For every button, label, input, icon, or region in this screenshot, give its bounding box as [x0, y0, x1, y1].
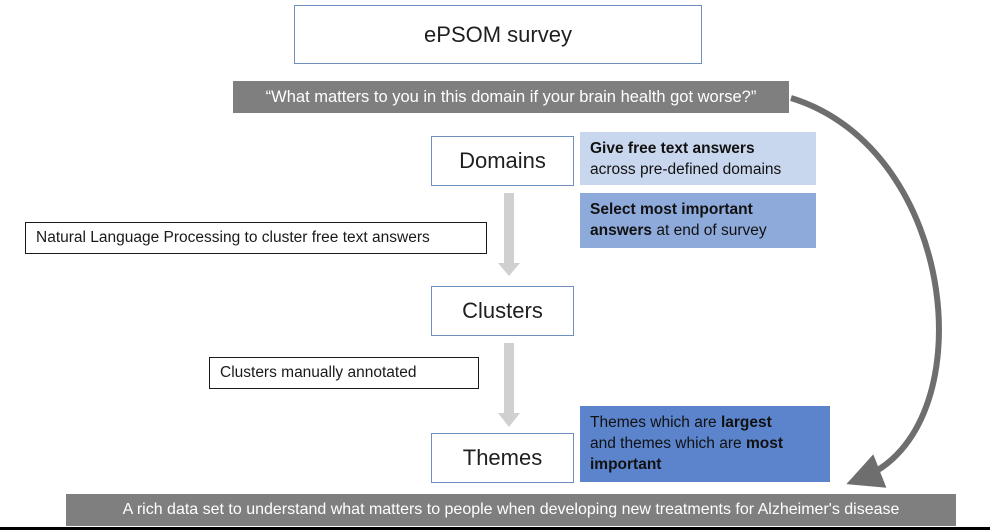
survey-box: ePSOM survey [294, 5, 702, 64]
survey-title: ePSOM survey [424, 21, 572, 47]
themes-b3: important [590, 456, 662, 473]
free-text-rest: across pre-defined domains [590, 161, 782, 178]
clusters-box: Clusters [431, 286, 574, 336]
curved-arrow [790, 95, 942, 488]
annotated-note-text: Clusters manually annotated [220, 364, 417, 381]
themes-b1: largest [720, 414, 772, 431]
bottom-banner-text: A rich data set to understand what matte… [122, 501, 900, 518]
question-banner: “What matters to you in this domain if y… [233, 81, 789, 113]
bottom-rule [0, 527, 990, 530]
select-important-box: Select most important answers at end of … [580, 193, 816, 248]
nlp-note-text: Natural Language Processing to cluster f… [36, 229, 430, 246]
select-bold-2: answers [590, 222, 653, 239]
question-banner-text: “What matters to you in this domain if y… [265, 87, 757, 106]
free-text-box: Give free text answers across pre-define… [580, 132, 816, 185]
bottom-banner: A rich data set to understand what matte… [66, 494, 956, 526]
themes-label: Themes [462, 445, 543, 470]
annotated-note: Clusters manually annotated [209, 357, 479, 389]
themes-b2: most [745, 435, 783, 452]
select-bold-1: Select most important [590, 201, 753, 218]
down-arrow-clusters-to-themes [498, 343, 520, 427]
themes-p2: and themes which are [590, 435, 746, 452]
free-text-bold: Give free text answers [590, 140, 755, 157]
domains-label: Domains [459, 148, 546, 173]
nlp-note: Natural Language Processing to cluster f… [25, 222, 487, 254]
domains-box: Domains [431, 136, 574, 186]
themes-detail-box: Themes which are largest and themes whic… [580, 406, 830, 482]
down-arrow-domains-to-clusters [498, 193, 520, 276]
themes-box: Themes [431, 433, 574, 483]
select-rest: at end of survey [652, 222, 767, 239]
themes-p1: Themes which are [590, 414, 721, 431]
clusters-label: Clusters [462, 298, 543, 323]
